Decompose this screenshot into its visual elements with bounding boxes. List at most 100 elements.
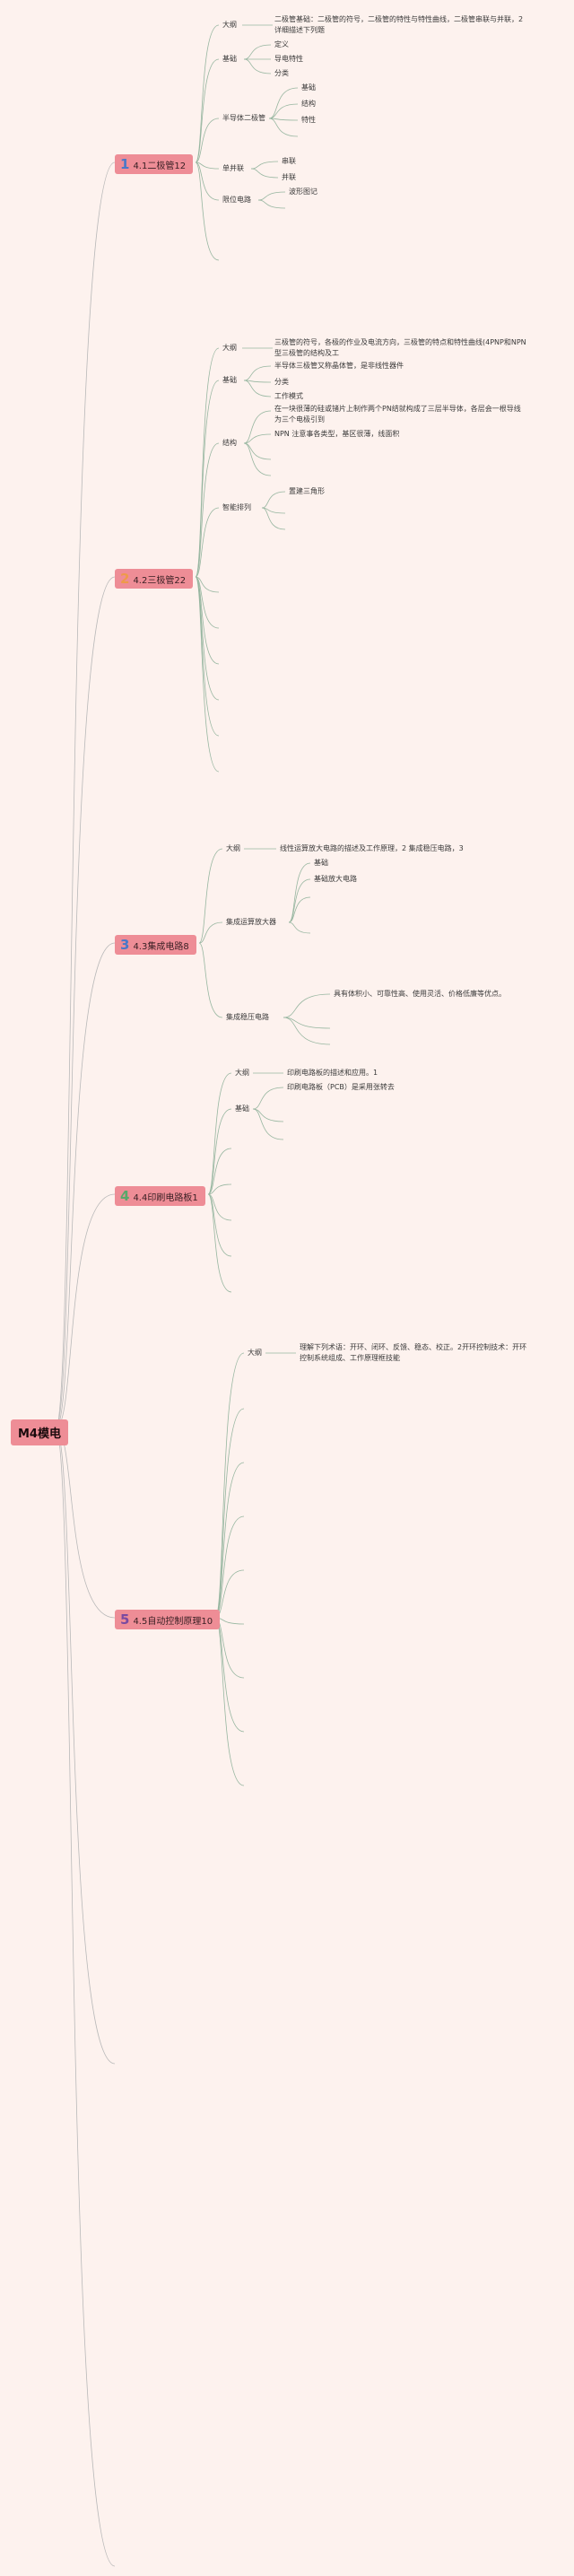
c1-zener-item-1: 波形图记 <box>289 188 317 196</box>
c1-branch-3 <box>195 162 220 170</box>
chapter-node-3[interactable]: 3 4.3集成电路8 <box>115 935 196 955</box>
c3-reg-fan-1 <box>283 1017 331 1029</box>
c1-outline-label[interactable]: 大纲 <box>222 21 237 29</box>
c4-branch-1 <box>207 1108 232 1195</box>
c1-zener-fan-0 <box>257 191 286 201</box>
c3-amp-label[interactable]: 集成运算放大器 <box>226 918 276 926</box>
c4-basics-item-1: 印刷电路板（PCB）是采用张转去 <box>287 1083 395 1091</box>
c1-semi-item-2: 结构 <box>301 100 316 108</box>
c4-basics-fan-1 <box>252 1108 284 1122</box>
c1-basics-fan-0 <box>243 44 272 60</box>
c1-uni-item-1: 串联 <box>282 157 296 165</box>
c5-branch-8 <box>214 1617 245 1786</box>
c2-smart-fan-2 <box>261 507 286 530</box>
c5-branch-1 <box>214 1408 245 1619</box>
c2-branch-5 <box>195 576 220 629</box>
c2-basics-label[interactable]: 基础 <box>222 376 237 384</box>
c1-semi-fan-1 <box>268 103 299 119</box>
c3-amp-item-2: 基础放大电路 <box>314 875 357 883</box>
root-branch-1 <box>55 576 116 1429</box>
c2-branch-1 <box>195 380 220 578</box>
c1-branch-0 <box>195 24 220 163</box>
c1-semi-item-1: 基础 <box>301 83 316 92</box>
c1-branch-4 <box>195 162 220 201</box>
c2-smart-item-1: 置建三角形 <box>289 487 325 495</box>
c3-reg-fan-0 <box>283 993 331 1018</box>
c1-uni-item-2: 并联 <box>282 173 296 181</box>
c1-branch-2 <box>195 118 220 163</box>
c3-reg-fan-2 <box>283 1017 331 1045</box>
chapter-node-2[interactable]: 2 4.2三极管22 <box>115 569 194 589</box>
chapter-label: 4.5自动控制原理10 <box>133 1616 213 1627</box>
c4-branch-6 <box>207 1193 232 1293</box>
c2-structure-label[interactable]: 结构 <box>222 439 237 447</box>
c1-semi-label[interactable]: 半导体二极管 <box>222 114 265 122</box>
root-branch-2 <box>55 942 116 1429</box>
c5-outline-text: 理解下列术语：开环、闭环、反馈、稳态、校正。2开环控制技术：开环控制系统组成、工… <box>300 1343 527 1362</box>
c3-outline-text: 线性运算放大电路的描述及工作原理，2 集成稳压电路，3 <box>280 844 464 852</box>
c3-outline-label[interactable]: 大纲 <box>226 844 240 852</box>
root-branch-4 <box>55 1428 116 1619</box>
c2-basics-item-3: 工作模式 <box>274 392 303 400</box>
c2-branch-2 <box>195 442 220 578</box>
chapter-number: 4 <box>120 1188 130 1204</box>
c5-branch-0 <box>214 1352 245 1619</box>
c1-branch-5 <box>195 162 220 261</box>
c4-outline-label[interactable]: 大纲 <box>235 1069 249 1077</box>
c4-basics-fan-2 <box>252 1108 284 1140</box>
root-branch-0 <box>55 162 116 1429</box>
chapter-number: 5 <box>120 1611 130 1628</box>
c4-basics-fan-0 <box>252 1087 284 1110</box>
c1-basics-fan-2 <box>243 58 272 74</box>
c5-outline-label[interactable]: 大纲 <box>248 1349 262 1357</box>
c3-amp-item-1: 基础 <box>314 859 328 867</box>
chapter-label: 4.1二极管12 <box>133 161 187 171</box>
c1-basics-label[interactable]: 基础 <box>222 55 237 63</box>
chapter-node-4[interactable]: 4 4.4印刷电路板1 <box>115 1186 205 1206</box>
c3-reg-label[interactable]: 集成稳压电路 <box>226 1013 269 1021</box>
c2-smart-fan-1 <box>261 507 286 514</box>
c4-branch-4 <box>207 1193 232 1221</box>
c1-basics-item-2: 导电特性 <box>274 55 303 63</box>
c2-smart-fan-0 <box>261 491 286 509</box>
c2-branch-3 <box>195 507 220 578</box>
c4-branch-0 <box>207 1072 232 1195</box>
c1-uni-label[interactable]: 单并联 <box>222 164 244 172</box>
c2-smart-label[interactable]: 智能排列 <box>222 503 251 511</box>
c3-amp-fan-3 <box>288 921 311 934</box>
c3-branch-1 <box>198 921 223 944</box>
c1-semi-fan-3 <box>268 118 299 137</box>
chapter-label: 4.2三极管22 <box>133 575 187 586</box>
chapter-node-5[interactable]: 5 4.5自动控制原理10 <box>115 1610 221 1629</box>
c1-semi-item-3: 特性 <box>301 116 316 124</box>
c4-outline-text: 印刷电路板的描述和应用。1 <box>287 1069 378 1077</box>
c3-amp-fan-0 <box>288 862 311 923</box>
c2-outline-text: 三极管的符号，各极的作业及电流方向，三极管的特点和特性曲线(4PNP和NPN型三… <box>274 338 526 357</box>
chapter-node-1[interactable]: 1 4.1二极管12 <box>115 154 194 174</box>
c1-semi-fan-0 <box>268 87 299 119</box>
c1-uni-fan-1 <box>250 168 279 179</box>
c2-structure-fan-3 <box>243 442 272 476</box>
root-branch-6 <box>55 1428 116 2567</box>
c2-basics-item-2: 分类 <box>274 378 289 386</box>
root-node[interactable]: M4模电 <box>11 1419 68 1445</box>
c2-structure-fan-1 <box>243 433 272 444</box>
c1-zener-label[interactable]: 限位电路 <box>222 196 251 204</box>
c3-branch-2 <box>198 942 223 1018</box>
c2-structure-fan-0 <box>243 410 272 444</box>
c1-zener-fan-1 <box>257 199 286 209</box>
c2-outline-label[interactable]: 大纲 <box>222 344 237 352</box>
c1-outline-text: 二极管基础：二极管的符号，二极管的特性与特性曲线，二极管串联与并联，2详细描述下… <box>274 15 524 34</box>
chapter-label: 4.4印刷电路板1 <box>133 1192 198 1203</box>
c2-basics-item-1: 半导体三极管又称晶体管，是非线性器件 <box>274 362 404 370</box>
c3-branch-0 <box>198 848 223 944</box>
c4-basics-label[interactable]: 基础 <box>235 1105 249 1113</box>
c3-amp-fan-2 <box>288 896 311 923</box>
c1-basics-item-3: 分类 <box>274 69 289 77</box>
c2-branch-9 <box>195 576 220 773</box>
root-branch-3 <box>55 1193 116 1429</box>
c4-branch-2 <box>207 1148 232 1195</box>
chapter-number: 2 <box>120 571 130 587</box>
chapter-number: 3 <box>120 937 130 953</box>
chapter-label: 4.3集成电路8 <box>133 941 189 952</box>
